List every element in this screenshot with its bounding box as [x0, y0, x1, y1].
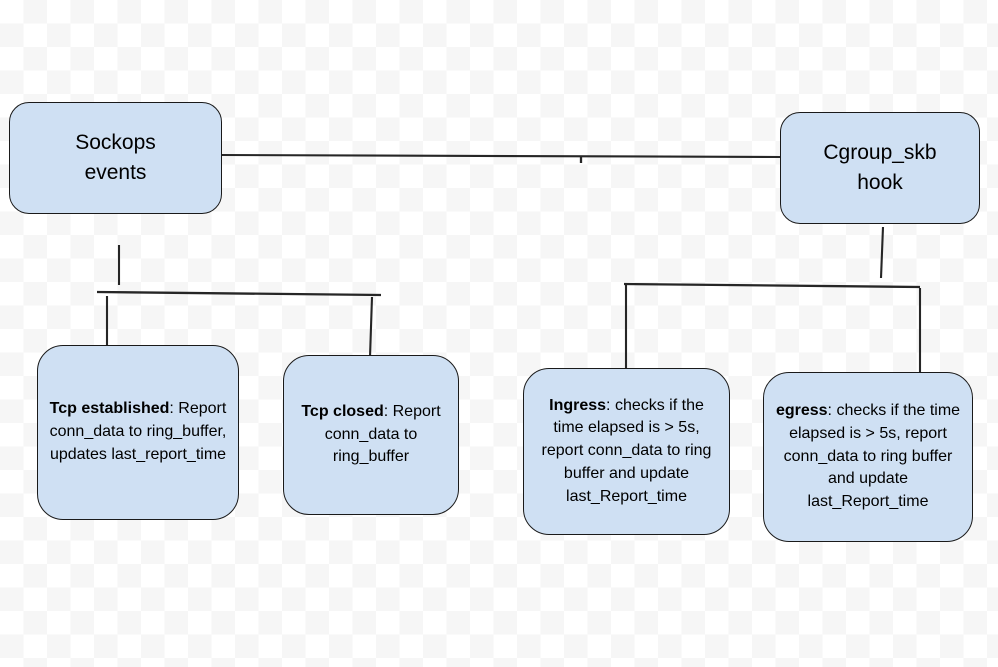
- node-ingress-lead: Ingress: [549, 396, 607, 414]
- node-tcp-closed-label: Tcp closed: Report conn_data to ring_buf…: [284, 401, 458, 469]
- node-tcp-closed[interactable]: Tcp closed: Report conn_data to ring_buf…: [283, 355, 459, 515]
- node-tcp-established[interactable]: Tcp established: Report conn_data to rin…: [37, 345, 239, 520]
- node-tcp-closed-lead: Tcp closed: [301, 402, 384, 420]
- node-ingress[interactable]: Ingress: checks if the time elapsed is >…: [523, 368, 730, 535]
- node-cgroup-skb-hook-label: Cgroup_skb hook: [823, 140, 937, 194]
- node-egress-label: egress: checks if the time elapsed is > …: [764, 400, 972, 514]
- node-cgroup-skb-hook[interactable]: Cgroup_skb hook: [780, 112, 980, 224]
- node-egress-body: : checks if the time elapsed is > 5s, re…: [783, 402, 961, 511]
- node-ingress-label: Ingress: checks if the time elapsed is >…: [524, 395, 729, 509]
- edge-sockops-to-tcp-closed: [368, 296, 374, 358]
- node-tcp-established-body: : Report conn_data to ring_buffer, updat…: [49, 400, 227, 463]
- edge-left-bus: [96, 290, 382, 297]
- node-tcp-closed-body: : Report conn_data to ring_buffer: [324, 402, 441, 466]
- node-sockops-events-label: Sockops events: [75, 130, 156, 184]
- edge-right-bus: [623, 282, 921, 289]
- node-tcp-established-label: Tcp established: Report conn_data to rin…: [38, 398, 238, 466]
- edge-sockops-to-cgroup: [221, 153, 781, 159]
- node-ingress-body: : checks if the time elapsed is > 5s, re…: [541, 396, 712, 505]
- edge-cgroup-stub: [879, 226, 885, 279]
- node-egress-lead: egress: [775, 402, 828, 420]
- node-sockops-events[interactable]: Sockops events: [9, 102, 222, 214]
- node-egress[interactable]: egress: checks if the time elapsed is > …: [763, 372, 973, 542]
- node-tcp-established-lead: Tcp established: [49, 400, 170, 418]
